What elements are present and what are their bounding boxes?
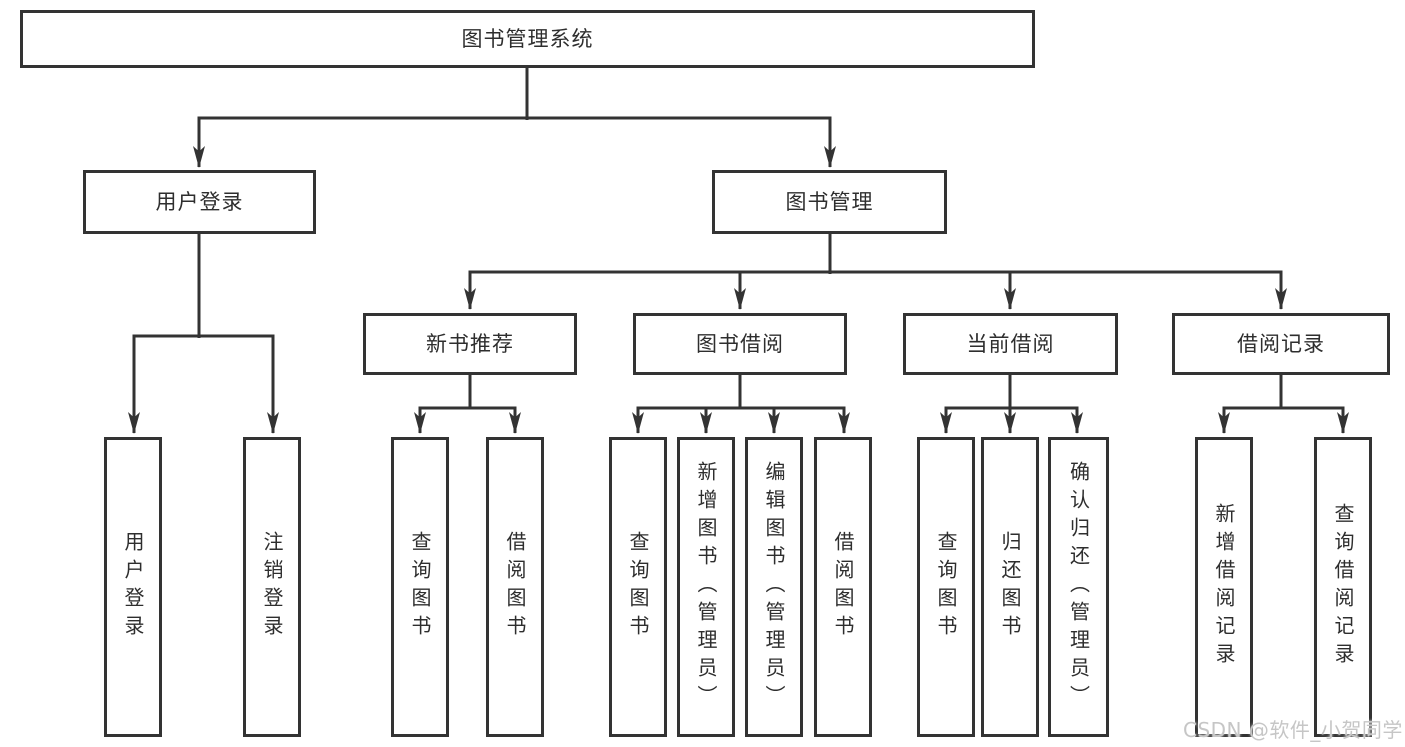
leaf-borrow-books: 借阅图书 [814, 437, 872, 737]
leaf-query-books-recommend: 查询图书 [391, 437, 449, 737]
leaf-add-borrow-record: 新增借阅记录 [1195, 437, 1253, 737]
node-new-book-recommend: 新书推荐 [363, 313, 577, 375]
node-current-borrow: 当前借阅 [903, 313, 1118, 375]
csdn-watermark: CSDN @软件_小贺同学 [1183, 718, 1403, 742]
leaf-add-books-admin: 新增图书（管理员） [677, 437, 735, 737]
leaf-user-login: 用户登录 [104, 437, 162, 737]
leaf-logout: 注销登录 [243, 437, 301, 737]
node-borrow-record: 借阅记录 [1172, 313, 1390, 375]
leaf-confirm-return-admin: 确认归还（管理员） [1048, 437, 1109, 737]
leaf-query-books-borrow: 查询图书 [609, 437, 667, 737]
node-system-root: 图书管理系统 [20, 10, 1035, 68]
node-book-borrow: 图书借阅 [633, 313, 847, 375]
leaf-return-books: 归还图书 [981, 437, 1039, 737]
leaf-edit-books-admin: 编辑图书（管理员） [745, 437, 803, 737]
node-book-management: 图书管理 [712, 170, 947, 234]
leaf-query-books-current: 查询图书 [917, 437, 975, 737]
leaf-query-borrow-record: 查询借阅记录 [1314, 437, 1372, 737]
leaf-borrow-books-recommend: 借阅图书 [486, 437, 544, 737]
node-user-login: 用户登录 [83, 170, 316, 234]
